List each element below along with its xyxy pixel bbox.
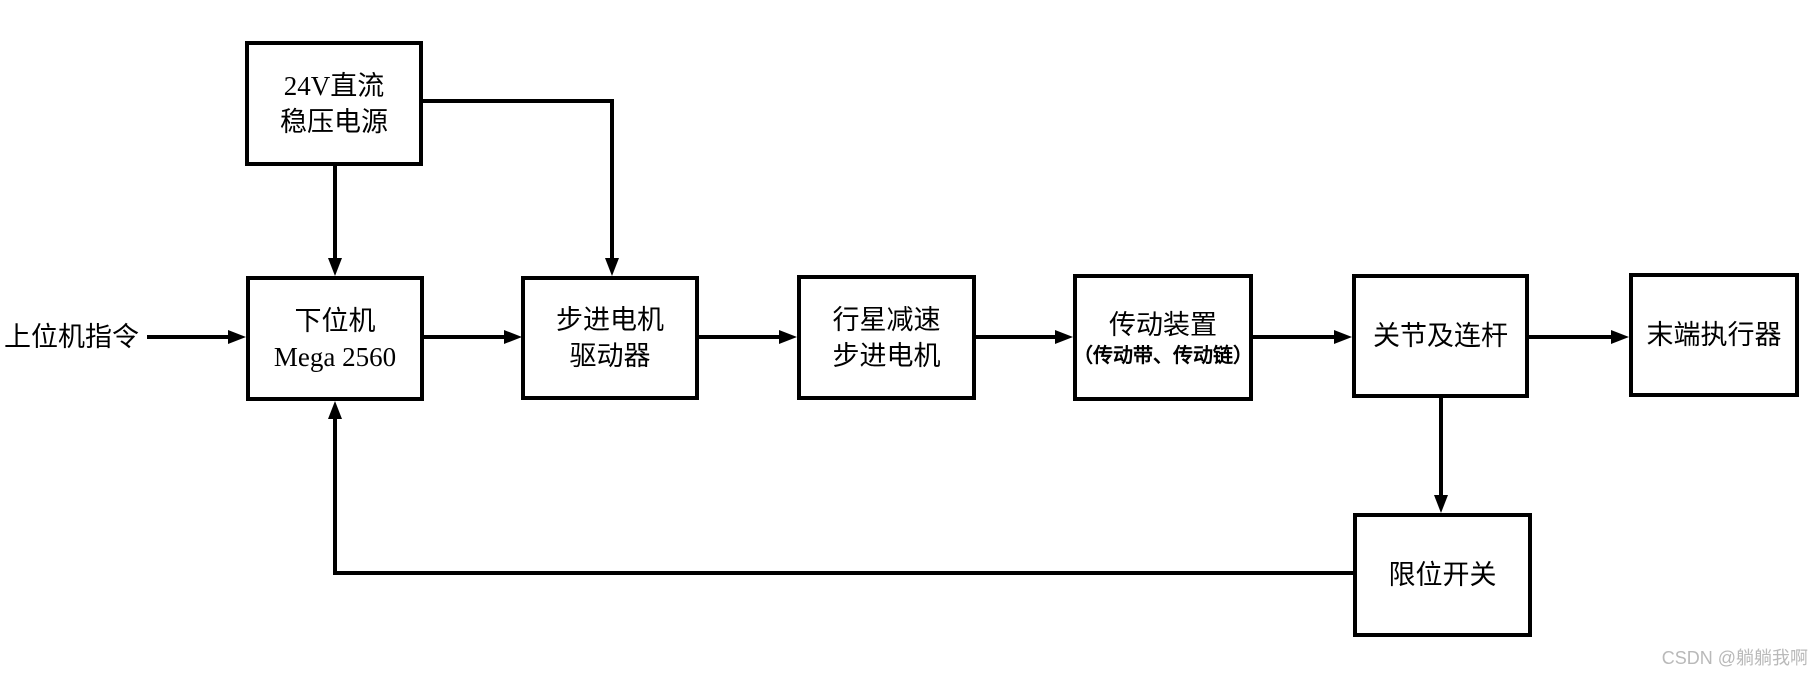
arrowhead-transmission-to-joint — [1334, 330, 1352, 344]
node-stepper-motor-line2: 步进电机 — [832, 340, 941, 371]
node-power-supply-line1: 24V直流 — [283, 70, 385, 101]
arrowhead-driver-to-motor — [779, 330, 797, 344]
arrowhead-power-to-mcu — [328, 258, 342, 276]
node-end-effector: 末端执行器 — [1629, 273, 1799, 397]
node-joint-linkage: 关节及连杆 — [1352, 274, 1529, 398]
node-mcu-line2: Mega 2560 — [273, 341, 397, 372]
node-power-supply-line2: 稳压电源 — [280, 106, 388, 137]
connector-command-to-mcu — [147, 335, 228, 339]
node-stepper-motor-line1: 行星减速 — [832, 304, 941, 335]
connector-mcu-to-driver — [424, 335, 504, 339]
node-stepper-motor: 行星减速 步进电机 — [797, 275, 976, 400]
connector-power-to-driver-h — [423, 99, 614, 103]
node-mcu-line1: 下位机 — [294, 305, 376, 336]
arrowhead-power-to-driver — [605, 258, 619, 276]
connector-motor-to-transmission — [976, 335, 1055, 339]
connector-driver-to-motor — [699, 335, 779, 339]
arrowhead-mcu-to-driver — [504, 330, 522, 344]
arrowhead-limit-to-mcu — [328, 401, 342, 419]
connector-limit-to-mcu-v — [333, 419, 337, 575]
connector-power-to-driver-v — [610, 99, 614, 260]
arrowhead-joint-to-limit — [1434, 495, 1448, 513]
arrowhead-command-to-mcu — [228, 330, 246, 344]
node-transmission-line2: （传动带、传动链） — [1073, 344, 1253, 367]
connector-limit-to-mcu-h — [333, 571, 1353, 575]
node-mcu: 下位机 Mega 2560 — [246, 276, 424, 401]
node-stepper-driver: 步进电机 驱动器 — [521, 276, 699, 400]
node-limit-switch: 限位开关 — [1353, 513, 1532, 637]
connector-transmission-to-joint — [1253, 335, 1334, 339]
node-stepper-driver-line2: 驱动器 — [569, 341, 651, 371]
host-command-label: 上位机指令 — [4, 322, 139, 352]
node-end-effector-line1: 末端执行器 — [1646, 320, 1782, 350]
connector-power-to-mcu — [333, 166, 337, 260]
node-joint-linkage-line1: 关节及连杆 — [1373, 321, 1508, 351]
node-transmission-line1: 传动装置 — [1109, 309, 1217, 340]
node-power-supply: 24V直流 稳压电源 — [245, 41, 423, 166]
arrowhead-joint-to-effector — [1611, 330, 1629, 344]
csdn-watermark: CSDN @躺躺我啊 — [1661, 648, 1808, 668]
node-stepper-driver-line1: 步进电机 — [556, 305, 664, 335]
node-transmission: 传动装置 （传动带、传动链） — [1073, 274, 1253, 401]
node-limit-switch-line1: 限位开关 — [1388, 560, 1497, 590]
connector-joint-to-effector — [1529, 335, 1611, 339]
connector-joint-to-limit — [1439, 398, 1443, 495]
arrowhead-motor-to-transmission — [1055, 330, 1073, 344]
